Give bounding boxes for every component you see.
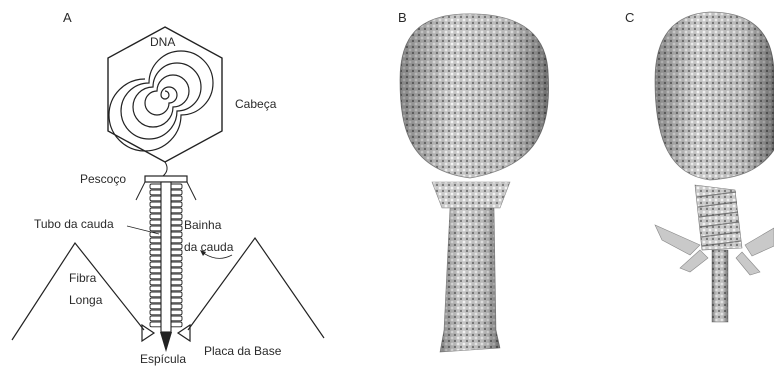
collar-b — [432, 182, 510, 208]
